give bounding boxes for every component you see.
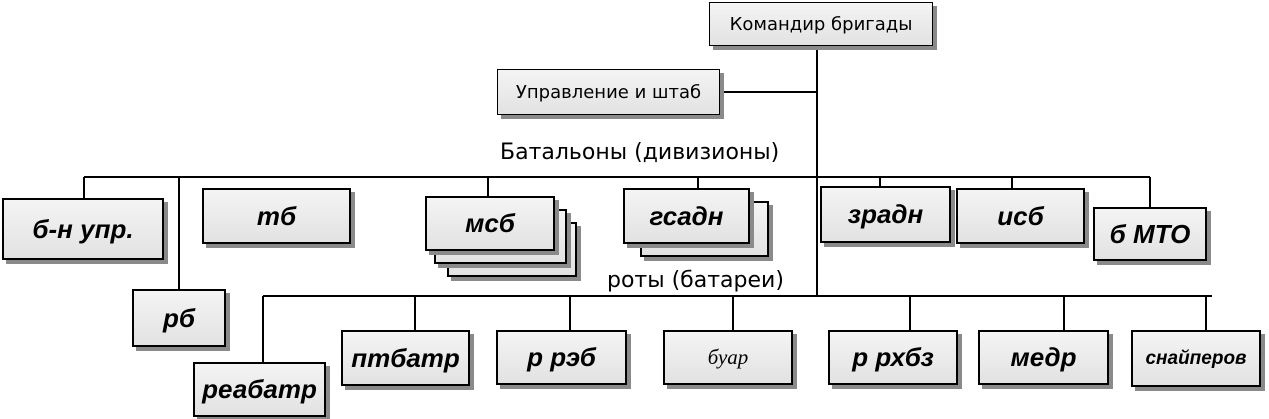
battalion-b-mto: б МТО <box>1093 207 1207 261</box>
company-reabatr-label: реабатр <box>202 374 317 404</box>
company-snipers: снайперов <box>1131 330 1261 387</box>
company-r-rhbz-label: р рхбз <box>852 342 934 372</box>
hq-label: Управление и штаб <box>515 81 702 103</box>
commander-box: Командир бригады <box>709 2 933 46</box>
battalion-msb-label: мсб <box>465 208 515 238</box>
battalion-rb-label: рб <box>163 302 195 333</box>
company-ptbatr: птбатр <box>341 330 470 386</box>
company-medr-label: медр <box>1010 342 1077 372</box>
company-reabatr: реабатр <box>193 362 326 417</box>
battalion-tb-label: тб <box>256 200 297 231</box>
battalion-b-upr-label: б-н упр. <box>32 213 134 244</box>
battalion-tb: тб <box>202 188 351 244</box>
battalion-zradn: зрадн <box>820 186 951 243</box>
company-ptbatr-label: птбатр <box>351 342 460 373</box>
battalion-isb: исб <box>956 188 1085 244</box>
company-snipers-label: снайперов <box>1145 347 1247 369</box>
company-buar-label: буар <box>707 345 749 369</box>
battalion-zradn-label: зрадн <box>847 199 924 229</box>
hq-box: Управление и штаб <box>497 69 720 115</box>
commander-label: Командир бригады <box>729 13 913 35</box>
company-r-reb: р рэб <box>496 330 627 385</box>
battalion-rb: рб <box>132 289 226 347</box>
battalion-b-mto-label: б МТО <box>1109 218 1191 249</box>
company-r-reb-label: р рэб <box>527 342 596 372</box>
battalions-heading: Батальоны (дивизионы) <box>500 140 780 165</box>
company-r-rhbz: р рхбз <box>828 330 958 385</box>
battalion-gsadn: гсадн <box>623 188 750 244</box>
battalion-isb-label: исб <box>997 200 1044 231</box>
company-buar: буар <box>663 330 793 385</box>
battalion-msb: мсб <box>425 196 555 251</box>
company-medr: медр <box>978 330 1109 385</box>
companies-heading: роты (батареи) <box>607 268 784 293</box>
battalion-gsadn-label: гсадн <box>649 200 724 231</box>
battalion-b-upr: б-н упр. <box>2 198 164 260</box>
